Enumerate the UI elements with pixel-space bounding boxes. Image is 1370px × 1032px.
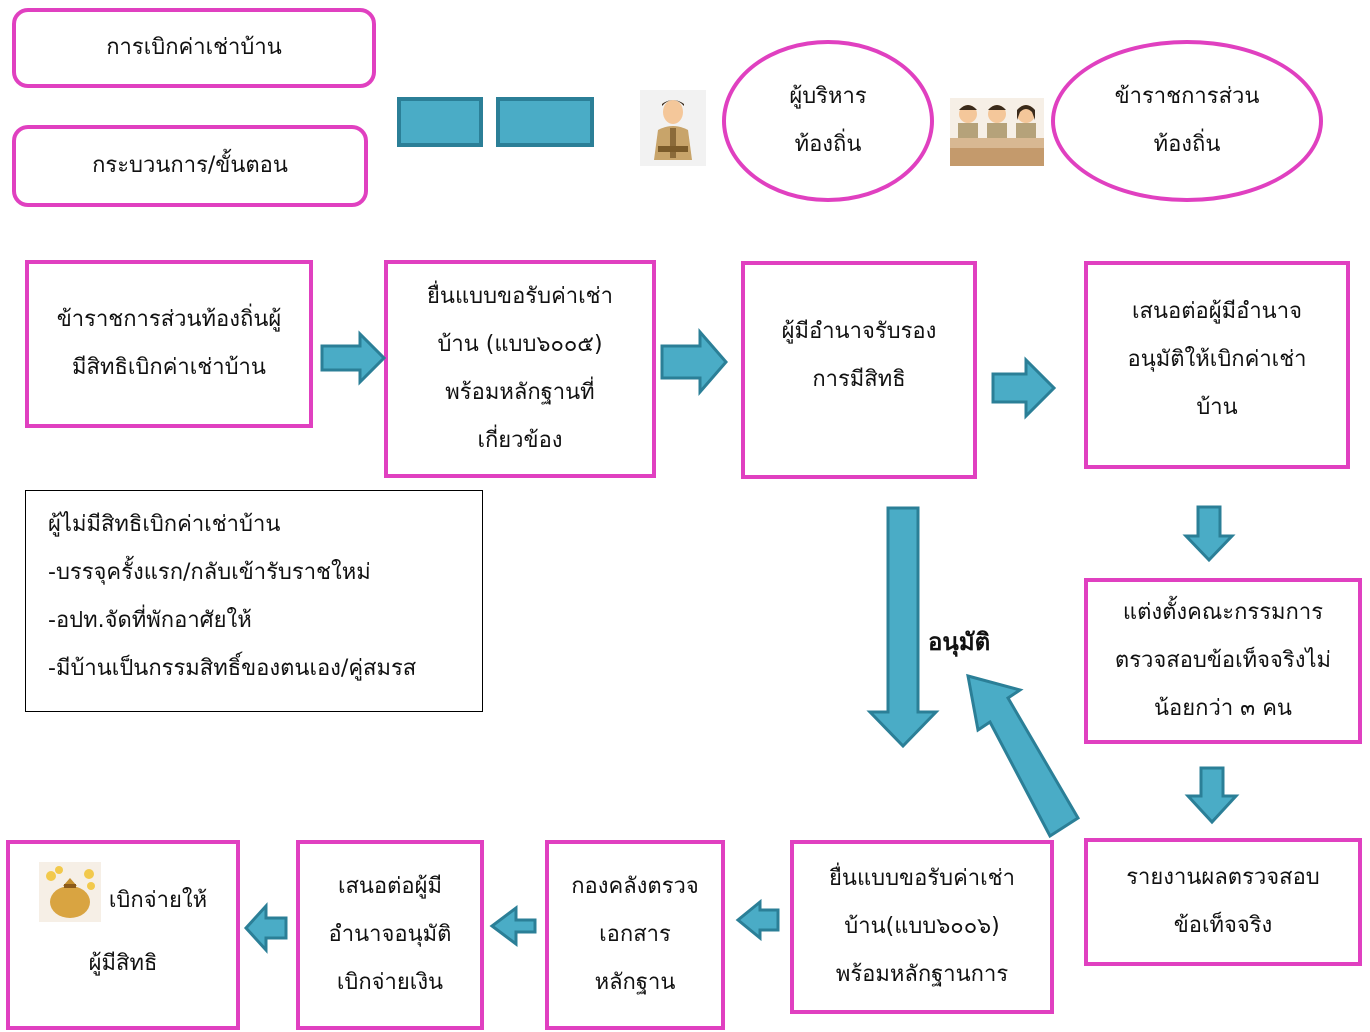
step-9-line-3: เบิกจ่ายเงิน: [336, 970, 444, 995]
step-2-line-2: บ้าน (แบบ๖๐๐๕): [437, 332, 603, 357]
arrow-1-to-2: [320, 330, 387, 386]
step-2-line-4: เกี่ยวข้อง: [477, 428, 563, 453]
step-9-line-2: อำนาจอนุมัติ: [328, 922, 452, 947]
step-4-line-1: เสนอต่อผู้มีอำนาจ: [1132, 299, 1302, 324]
arrow-5-to-6: [1184, 766, 1240, 825]
process-text: กระบวนการ/ขั้นตอน: [92, 153, 288, 178]
money-bag-icon: [38, 862, 101, 940]
step-5-line-1: แต่งตั้งคณะกรรมการ: [1122, 600, 1324, 625]
note-line-2: -บรรจุครั้งแรก/กลับเข้ารับราชใหม่: [48, 560, 371, 585]
step-10-text-1: เบิกจ่ายให้: [108, 888, 208, 913]
note-line-3: -อปท.จัดที่พักอาศัยให้: [48, 608, 252, 633]
staff-line-2: ท้องถิ่น: [1153, 132, 1221, 157]
staff-oval: ข้าราชการส่วน ท้องถิ่น: [1051, 40, 1323, 202]
step-8-line-1: กองคลังตรวจ: [571, 874, 699, 899]
step-10-box: เบิกจ่ายให้ ผู้มีสิทธิ: [6, 840, 240, 1030]
step-8-box: กองคลังตรวจ เอกสาร หลักฐาน: [545, 840, 725, 1030]
step-4-box: เสนอต่อผู้มีอำนาจ อนุมัติให้เบิกค่าเช่า …: [1084, 261, 1350, 469]
step-4-line-2: อนุมัติให้เบิกค่าเช่า: [1127, 347, 1307, 372]
step-7-box: ยื่นแบบขอรับค่าเช่า บ้าน(แบบ๖๐๐๖) พร้อมห…: [790, 840, 1054, 1014]
step-6-line-2: ข้อเท็จจริง: [1173, 913, 1273, 938]
step-10-line-1: เบิกจ่ายให้: [38, 862, 208, 940]
step-9-line-1: เสนอต่อผู้มี: [337, 874, 443, 899]
teal-block-left: [397, 97, 483, 147]
step-10-line-2: ผู้มีสิทธิ: [88, 951, 158, 976]
arrow-3-to-4: [991, 356, 1057, 420]
step-3-line-2: การมีสิทธิ: [812, 367, 906, 392]
arrow-7-to-8: [735, 898, 780, 942]
step-7-line-2: บ้าน(แบบ๖๐๐๖): [844, 914, 1000, 939]
step-6-line-1: รายงานผลตรวจสอบ: [1126, 865, 1320, 890]
step-5-line-3: น้อยกว่า ๓ คน: [1154, 696, 1292, 721]
step-2-line-1: ยื่นแบบขอรับค่าเช่า: [427, 284, 613, 309]
title-box: การเบิกค่าเช่าบ้าน: [12, 8, 376, 88]
step-1-line-2: มีสิทธิเบิกค่าเช่าบ้าน: [72, 355, 266, 380]
executive-line-2: ท้องถิ่น: [794, 132, 862, 157]
process-box: กระบวนการ/ขั้นตอน: [12, 125, 368, 207]
step-3-line-1: ผู้มีอำนาจรับรอง: [781, 319, 937, 344]
executive-oval: ผู้บริหาร ท้องถิ่น: [722, 40, 934, 202]
step-6-box: รายงานผลตรวจสอบ ข้อเท็จจริง: [1084, 838, 1362, 966]
step-5-box: แต่งตั้งคณะกรรมการ ตรวจสอบข้อเท็จจริงไม่…: [1084, 578, 1362, 744]
arrow-9-to-10: [243, 902, 288, 954]
step-3-box: ผู้มีอำนาจรับรอง การมีสิทธิ: [741, 261, 977, 479]
title-text: การเบิกค่าเช่าบ้าน: [106, 35, 282, 60]
step-7-line-3: พร้อมหลักฐานการ: [835, 962, 1009, 987]
step-9-box: เสนอต่อผู้มี อำนาจอนุมัติ เบิกจ่ายเงิน: [296, 840, 484, 1030]
ineligible-note: ผู้ไม่มีสิทธิเบิกค่าเช่าบ้าน -บรรจุครั้ง…: [25, 490, 483, 712]
teal-block-right: [496, 97, 594, 147]
step-1-box: ข้าราชการส่วนท้องถิ่นผู้ มีสิทธิเบิกค่าเ…: [25, 260, 313, 428]
step-2-box: ยื่นแบบขอรับค่าเช่า บ้าน (แบบ๖๐๐๕) พร้อม…: [384, 260, 656, 478]
officer-icon: [640, 90, 706, 166]
step-2-line-3: พร้อมหลักฐานที่: [445, 380, 595, 405]
step-7-line-1: ยื่นแบบขอรับค่าเช่า: [829, 866, 1015, 891]
report-up-arrow: [966, 673, 1081, 839]
staff-group-icon: [950, 98, 1044, 166]
step-1-line-1: ข้าราชการส่วนท้องถิ่นผู้: [56, 307, 282, 332]
approve-down-arrow: [866, 506, 940, 749]
approve-label: อนุมัติ: [928, 628, 991, 656]
staff-line-1: ข้าราชการส่วน: [1114, 84, 1260, 109]
step-5-line-2: ตรวจสอบข้อเท็จจริงไม่: [1114, 648, 1332, 673]
executive-line-1: ผู้บริหาร: [789, 84, 867, 109]
arrow-8-to-9: [489, 905, 537, 947]
step-4-line-3: บ้าน: [1196, 395, 1238, 420]
step-8-line-3: หลักฐาน: [594, 970, 676, 995]
note-line-4: -มีบ้านเป็นกรรมสิทธิ์ของตนเอง/คู่สมรส: [48, 656, 417, 681]
note-line-1: ผู้ไม่มีสิทธิเบิกค่าเช่าบ้าน: [48, 512, 281, 537]
step-8-line-2: เอกสาร: [599, 922, 671, 947]
arrow-2-to-3: [660, 327, 728, 397]
arrow-4-to-5: [1182, 505, 1236, 563]
